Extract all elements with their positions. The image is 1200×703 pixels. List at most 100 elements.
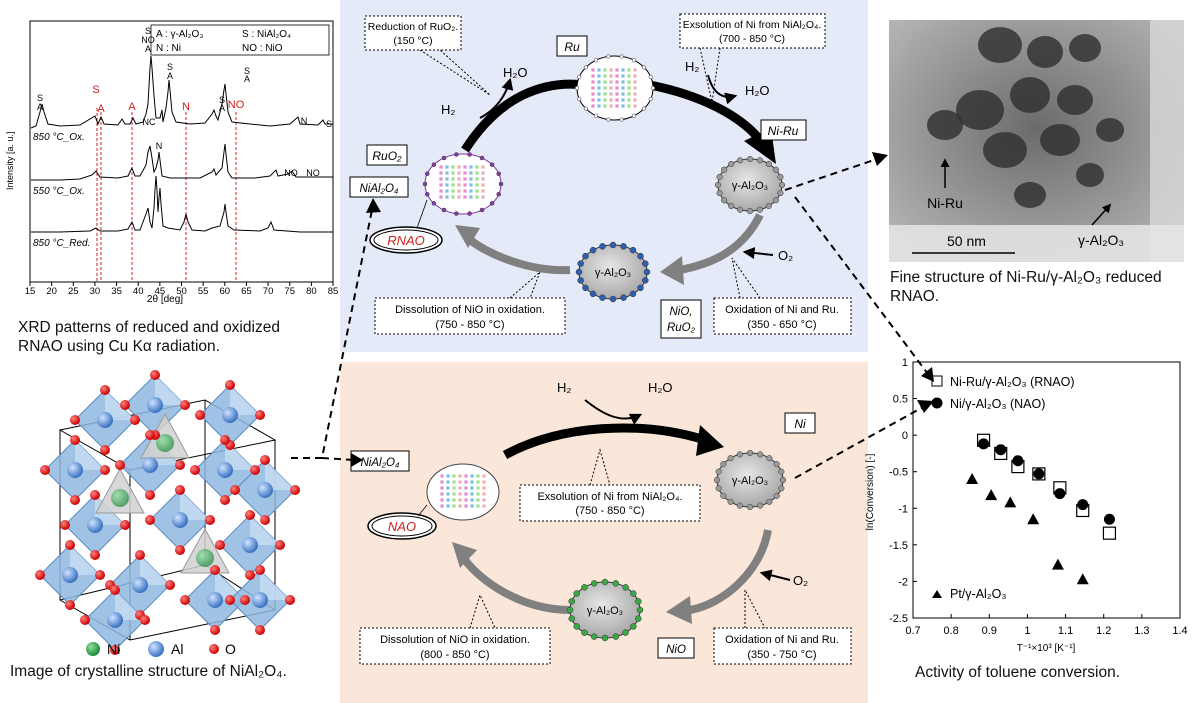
lattice-site [452,492,456,496]
dashed-connectors [291,157,929,479]
chart-point-nao [1054,488,1066,500]
lattice-site [603,104,607,108]
chart-plot-frame [912,361,1181,619]
xrd-peak-a-45: A [167,71,173,81]
surface-cluster [454,152,459,157]
surface-cluster [720,492,727,499]
connector-head-chart-rnao [921,367,934,382]
surface-cluster [422,181,428,187]
al-atom [222,407,238,423]
lattice-site [458,480,462,484]
connector-arrowheads [351,152,934,467]
o-atom [150,370,160,380]
xrd-peak-a-37: A [145,44,151,54]
xrd-legend-box [150,24,330,56]
particle-niru-label: γ-Al₂O₃ [732,180,768,192]
surface-cluster [648,75,653,80]
o-atom [240,595,250,605]
legend-label-nao: Ni/γ-Al₂O₃ (NAO) [950,397,1045,411]
callout-dissolution-rnao: Dissolution of NiO in oxidation. (750 - … [374,271,566,335]
chart-y-tick-label: 1 [902,357,908,369]
surface-cluster [601,634,609,642]
o-atom [100,445,110,455]
arrow-h2o-out-right [707,74,738,105]
label-box-nio-ruo2 [660,299,702,339]
arrow-nao-o2-in [759,569,791,582]
al-atom [217,462,233,478]
callout-dissolution-rnao-line2: (750 - 850 °C) [435,319,504,331]
nao-h2: H₂ [557,380,571,395]
surface-cluster [612,633,620,640]
lattice-site [440,498,444,502]
surface-cluster [498,181,504,187]
o-atom [65,540,75,550]
legend-o-atom [209,644,219,654]
connector-crystal-to-nao [321,457,355,461]
surface-cluster [756,206,763,213]
lattice-site [440,492,444,496]
legend-ni-atom [86,642,100,656]
surface-cluster [773,461,780,468]
lattice-site [469,183,473,187]
o-atom [120,400,130,410]
surface-cluster [713,476,721,484]
tem-particles [889,20,1184,262]
lattice-site [475,165,479,169]
surface-cluster [431,201,437,206]
callout-dissolution-rnao-line1: Dissolution of NiO in oxidation. [395,304,545,316]
surface-cluster [714,181,722,189]
lattice-site [463,171,467,175]
lattice-site [615,74,619,78]
particle-ru-decoration [574,54,656,122]
lattice-site [609,92,613,96]
xrd-tick-label: 50 [176,286,187,297]
chart-point-nao [1033,468,1045,480]
nao-o2: O₂ [793,573,808,588]
xrd-peak-no-75: NO [284,168,298,178]
callout-oxidation-rnao-line2: (350 - 650 °C) [747,319,816,331]
arrow-nao-oxidation-head [666,596,692,624]
octahedron-face [260,570,290,600]
callout-oxidation-nao-line2: (350 - 750 °C) [747,649,816,661]
chart-y-tick-label: -0.5 [889,467,908,479]
surface-cluster [635,598,642,605]
lattice-site [470,492,474,496]
chart-point-pt [985,489,998,501]
o-atom [255,410,265,420]
lattice-site [481,195,485,199]
tem-niru-label: Ni-Ru [927,195,963,211]
xrd-trace-850-red [31,175,333,233]
lattice-site [464,504,468,508]
surface-cluster [756,157,763,164]
lattice-site [475,195,479,199]
octahedron-face [70,545,100,575]
surface-cluster [566,606,574,614]
o-atom [180,400,190,410]
lattice-site [445,171,449,175]
o-atom [130,415,140,425]
lattice-site [609,68,613,72]
surface-cluster [727,498,734,505]
lattice-ruo2 [439,165,485,199]
xrd-peak-no-79: NO [306,168,320,178]
callout-exsolution-rnao-line1: Exsolution of Ni from NiAl₂O₄. [683,19,821,31]
surface-cluster [425,192,430,197]
surface-cluster [577,75,582,80]
surface-cluster [619,117,624,122]
surface-cluster [737,157,744,164]
lattice-site [469,189,473,193]
lattice-site [451,195,455,199]
chart-y-tick-label: 0.5 [893,394,908,406]
o-atom [290,485,300,495]
o-atom [175,460,185,470]
surface-cluster [765,160,772,168]
tem-panel: Ni-Ru γ-Al₂O₃ 50 nm [889,20,1184,262]
rnao-badge-pointer [416,199,428,229]
label-box-niru [760,119,807,141]
legend-al-atom [148,641,164,657]
lattice-site [591,86,595,90]
chart-xlabel: T⁻¹×10³ [K⁻¹] [1017,643,1076,654]
xrd-tick-label: 75 [284,286,295,297]
